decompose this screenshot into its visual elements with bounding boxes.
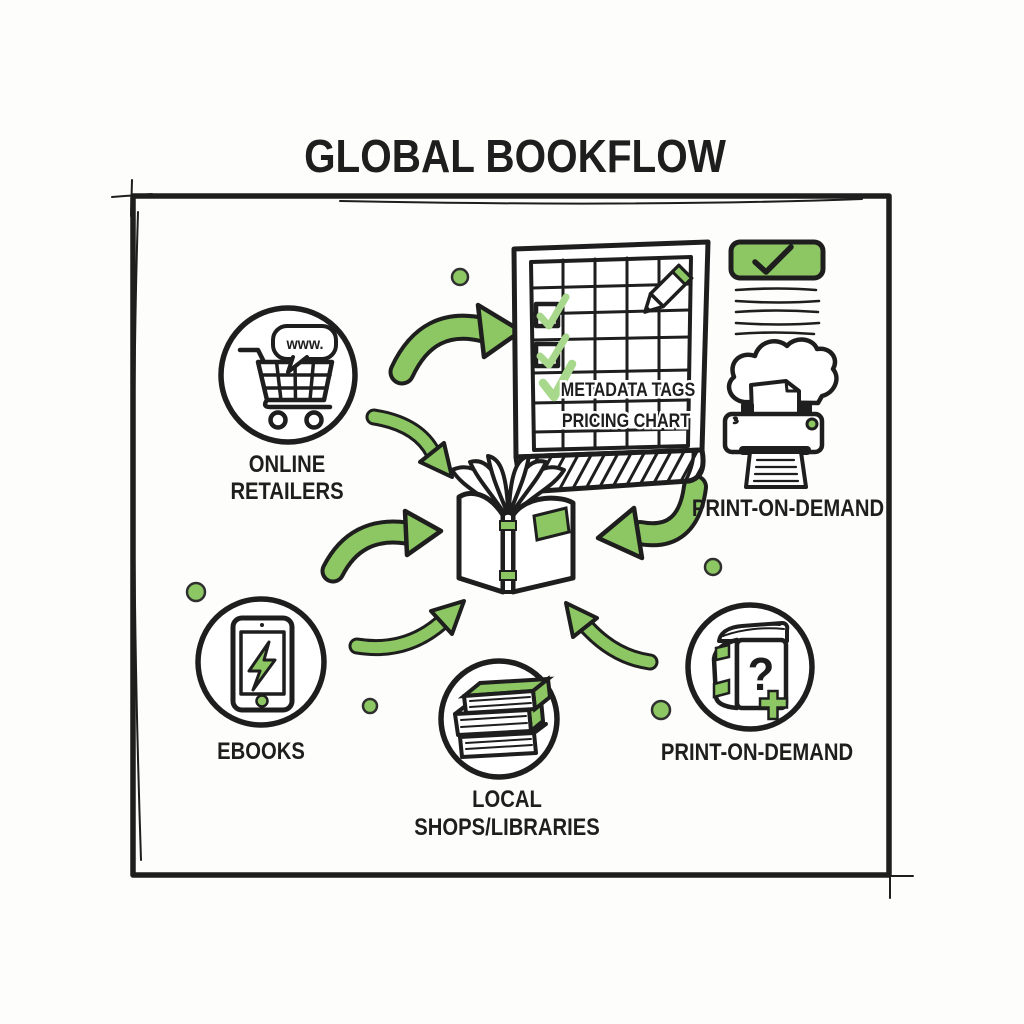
- plus-icon: [758, 689, 789, 721]
- ebooks-label: EBOOKS: [217, 737, 305, 764]
- check-icon: [536, 293, 570, 330]
- online-retailers-label-line2: RETAILERS: [230, 477, 343, 504]
- home-button: [255, 694, 269, 708]
- left-cover: [456, 491, 506, 595]
- arrow-retailers-to-checklist: [388, 302, 524, 386]
- cover-label: [532, 506, 571, 542]
- arrow-ebooks-to-book: [348, 599, 466, 657]
- book-stack-icon: [453, 675, 555, 759]
- www-speech-bubble: www.: [271, 324, 338, 374]
- printer-led: [805, 417, 819, 431]
- check-icon: [752, 244, 794, 275]
- pod-printer-label: PRINT-ON-DEMAND: [692, 494, 884, 521]
- stamp-text-lines: [734, 287, 821, 336]
- node-checklist-sheet: METADATA TAGS PRICING CHART: [503, 239, 711, 500]
- node-pod-printer: PRINT-ON-DEMAND: [692, 337, 884, 521]
- node-pod-book: ? PRINT-ON-DEMAND: [661, 602, 853, 765]
- online-retailers-label-line1: ONLINE: [249, 450, 325, 477]
- pencil-icon: [643, 263, 694, 314]
- green-dot: [703, 557, 723, 577]
- node-local-shops: LOCAL SHOPS/LIBRARIES: [414, 658, 600, 840]
- page-title: GLOBAL BOOKFLOW: [304, 130, 727, 182]
- pod-book-label: PRINT-ON-DEMAND: [661, 738, 853, 765]
- bubble-text: www.: [286, 335, 324, 353]
- green-dot: [185, 581, 207, 603]
- arrow-retailers-to-book: [365, 408, 454, 479]
- book-question-icon: ?: [711, 621, 790, 721]
- pricing-chart-cell: PRICING CHART: [562, 410, 690, 432]
- arrow-podbook-to-book: [564, 601, 659, 671]
- green-dots: [185, 267, 723, 721]
- checkbox-rows: [533, 293, 577, 402]
- approved-stamp: [728, 239, 826, 336]
- node-central-book: [450, 454, 576, 595]
- spreadsheet-grid: [529, 255, 693, 452]
- local-shops-label-line1: LOCAL: [472, 785, 542, 812]
- green-dot: [450, 267, 470, 287]
- arrow-left-to-book: [320, 508, 444, 584]
- metadata-tags-cell: METADATA TAGS: [561, 379, 696, 401]
- green-dot: [650, 699, 672, 721]
- green-dot: [361, 697, 379, 715]
- check-icon: [536, 333, 570, 369]
- tablet-lightning-icon: [230, 615, 295, 713]
- lightning-icon: [247, 640, 277, 692]
- local-shops-label-line2: SHOPS/LIBRARIES: [414, 813, 599, 840]
- check-icon: [538, 359, 577, 402]
- cloud-printer-icon: [722, 337, 839, 489]
- node-ebooks: EBOOKS: [195, 596, 327, 764]
- node-online-retailers: www. ONLINE RETAILERS: [218, 305, 358, 504]
- arrow-checklist-to-book: [595, 474, 708, 561]
- open-book-icon: [450, 454, 576, 595]
- flow-arrows: [320, 302, 708, 671]
- sketch-frame: [111, 179, 914, 899]
- shopping-cart-icon: [237, 347, 335, 430]
